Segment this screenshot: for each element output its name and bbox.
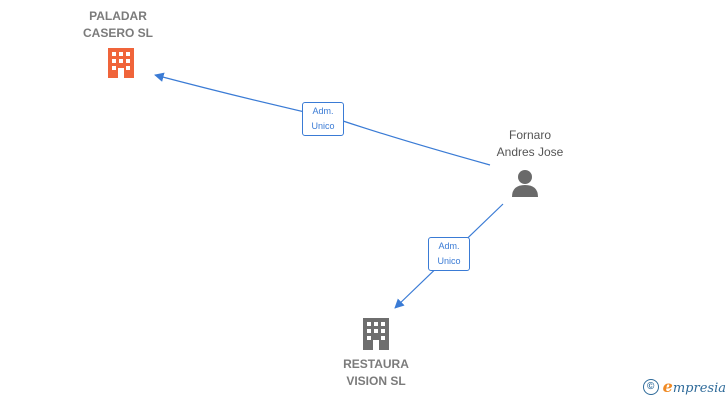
person-name-line1: Fornaro [508,128,552,142]
empresia-watermark: © empresia [642,377,726,396]
company-name-line2: CASERO SL [82,26,153,40]
person-icon[interactable] [510,168,540,198]
brand-rest: mpresia [672,381,726,396]
copyright-icon: © [642,378,659,395]
brand-logo: empresia [663,377,726,396]
building-icon[interactable] [360,316,392,352]
company-name-line2: VISION SL [346,374,406,388]
brand-first-letter: e [662,377,673,396]
role-line2: Unico [311,121,335,131]
company-name-line1: PALADAR [89,9,147,23]
role-line2: Unico [437,256,461,266]
person-name-line2: Andres Jose [496,145,564,159]
person-label-fornaro[interactable]: Fornaro Andres Jose [470,127,590,161]
company-label-paladar[interactable]: PALADAR CASERO SL [58,8,178,42]
edge-label-restaura: Adm. Unico [428,237,470,271]
company-label-restaura[interactable]: RESTAURA VISION SL [316,356,436,390]
building-icon[interactable] [105,46,137,80]
edge-label-paladar: Adm. Unico [302,102,344,136]
role-line1: Adm. [312,106,334,116]
role-line1: Adm. [438,241,460,251]
company-name-line1: RESTAURA [343,357,409,371]
